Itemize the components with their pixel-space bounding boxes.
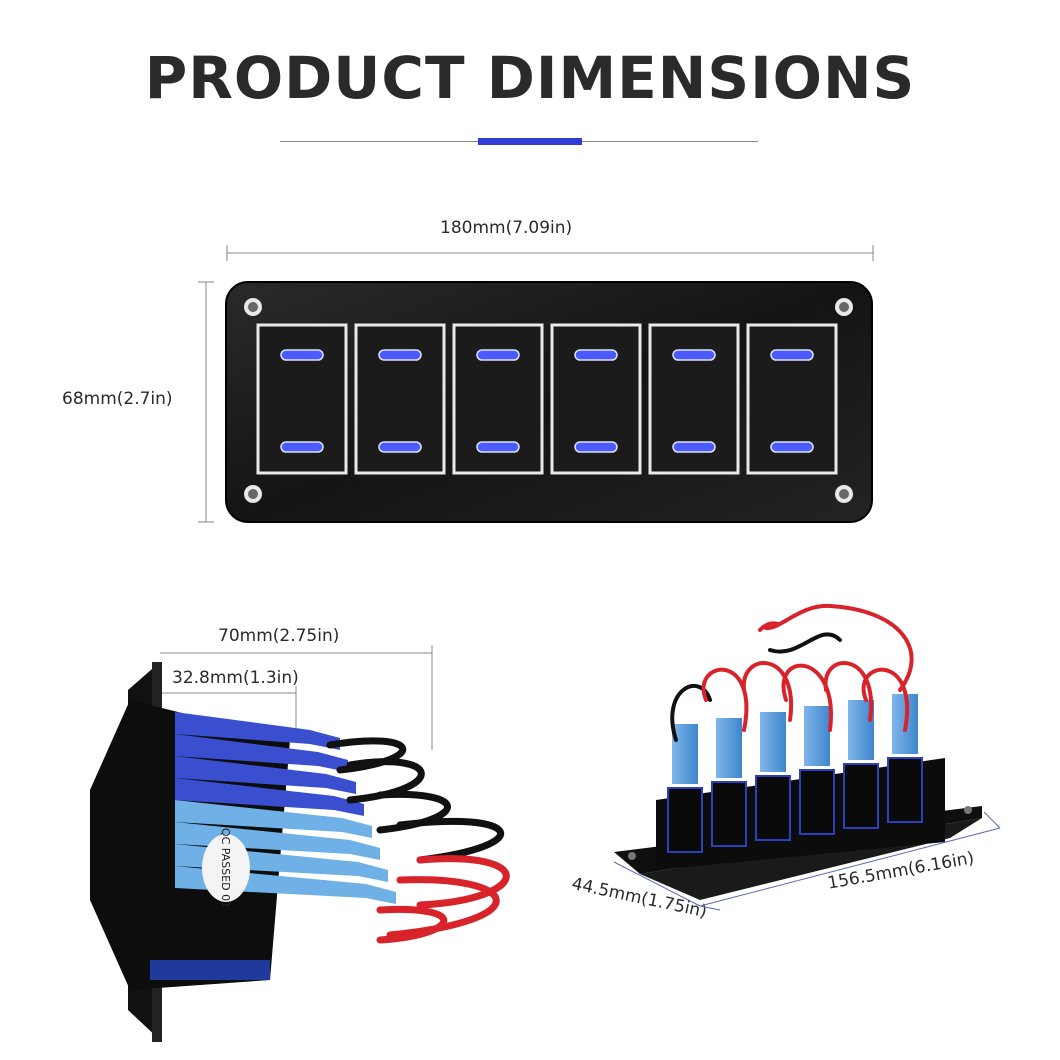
blue-connector — [804, 706, 830, 766]
indicator-light-icon — [476, 349, 520, 361]
qc-sticker: QC PASSED 01 — [202, 828, 250, 908]
body-depth-dimension-line — [613, 861, 721, 911]
rocker-switch[interactable] — [746, 323, 838, 475]
switch-panel-front — [225, 281, 873, 523]
side-depth-dimension-line — [160, 645, 433, 750]
blue-connector — [716, 718, 742, 778]
panel-height-label: 68mm(2.7in) — [62, 389, 173, 409]
indicator-light-icon — [574, 349, 618, 361]
rocker-switch[interactable] — [550, 323, 642, 475]
switch-panel-side-view: QC PASSED 01 — [90, 645, 510, 1042]
indicator-light-icon — [280, 349, 324, 361]
indicator-light-icon — [574, 441, 618, 453]
rocker-switch[interactable] — [452, 323, 544, 475]
indicator-light-icon — [770, 441, 814, 453]
indicator-light-icon — [476, 441, 520, 453]
panel-height-dimension-line — [198, 281, 214, 523]
rear-switch-body — [887, 694, 923, 823]
blue-connector — [175, 800, 372, 838]
mounting-hole-icon — [244, 298, 262, 316]
blue-connector — [175, 734, 348, 772]
panel-width-label: 180mm(7.09in) — [440, 218, 573, 238]
indicator-light-icon — [378, 441, 422, 453]
blue-connector — [175, 778, 364, 816]
indicator-light-icon — [770, 349, 814, 361]
mounting-hole-icon — [835, 298, 853, 316]
page-title: PRODUCT DIMENSIONS — [144, 44, 916, 112]
qc-sticker-text: QC PASSED 01 — [219, 828, 232, 908]
title-accent-bar — [478, 138, 582, 145]
side-inner-depth-label: 32.8mm(1.3in) — [172, 668, 299, 688]
side-depth-label: 70mm(2.75in) — [218, 626, 340, 646]
blue-connector — [175, 712, 340, 750]
body-width-dimension-line — [699, 811, 1001, 907]
indicator-light-icon — [672, 349, 716, 361]
blue-connector — [175, 822, 380, 860]
mounting-hole-icon — [835, 485, 853, 503]
rear-switch-body — [799, 706, 835, 835]
rear-switch-body — [667, 724, 703, 853]
rocker-switch[interactable] — [648, 323, 740, 475]
rear-switch-body — [843, 700, 879, 829]
switch-panel-rear-view — [613, 603, 1001, 911]
blue-connector — [760, 712, 786, 772]
rocker-switch[interactable] — [354, 323, 446, 475]
rocker-switch[interactable] — [256, 323, 348, 475]
rear-switch-body — [755, 712, 791, 841]
indicator-light-icon — [378, 349, 422, 361]
indicator-light-icon — [672, 441, 716, 453]
indicator-light-icon — [280, 441, 324, 453]
blue-connector — [175, 756, 356, 794]
panel-width-dimension-line — [226, 245, 874, 261]
rear-switch-body — [711, 718, 747, 847]
